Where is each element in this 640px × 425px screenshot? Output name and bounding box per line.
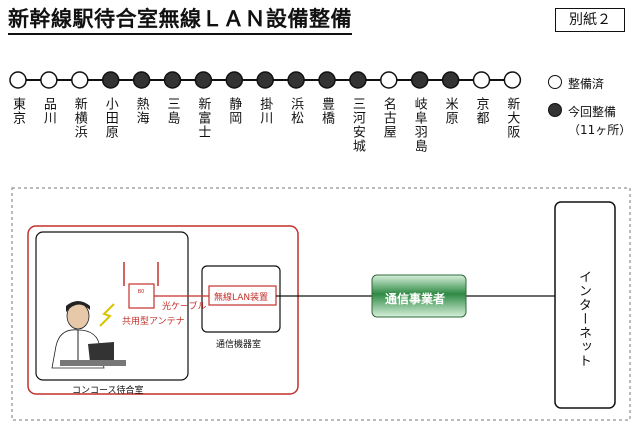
equipment-room-label: 通信機器室 [216, 340, 262, 350]
station-marker-done [472, 71, 491, 89]
device-label: 無線LAN装置 [214, 293, 269, 303]
station-name: 豊橋 [319, 97, 334, 125]
waiting-room-label: コンコース待合室 [72, 386, 144, 396]
station-name: 小田原 [102, 97, 118, 139]
station-marker-new [225, 71, 244, 89]
station-name: 三島 [164, 97, 180, 125]
station-marker-new [163, 71, 182, 89]
station-name: 浜松 [288, 97, 304, 125]
station-marker-done [40, 71, 58, 89]
internet-box [554, 201, 616, 409]
legend-new-label: 今回整備 [568, 105, 617, 119]
carrier-label: 通信事業者 [385, 292, 446, 306]
annex-label: 別紙２ [555, 8, 625, 32]
equipment-room-box [201, 265, 281, 333]
station-name: 新富士 [195, 97, 211, 139]
svg-text:B0: B0 [138, 289, 145, 295]
legend-done-marker [548, 75, 562, 89]
station-marker-new [349, 71, 367, 89]
station-marker-new [318, 71, 336, 89]
station-marker-new [194, 71, 213, 89]
station-marker-new [287, 71, 305, 89]
legend-new-count: （11ヶ所） [568, 123, 632, 137]
station-dots [9, 71, 522, 89]
station-name: 品川 [40, 97, 56, 125]
person-with-laptop-illustration [51, 301, 126, 369]
legend-done-label: 整備済 [568, 77, 605, 91]
station-marker-new [441, 71, 460, 89]
station-marker-done [71, 71, 89, 89]
station-marker-new [101, 71, 120, 89]
antenna-label: 共用型アンテナ [122, 317, 185, 327]
system-outline [11, 187, 631, 421]
access-point-icon: B0 [123, 262, 159, 309]
page-title: 新幹線駅待合室無線ＬＡＮ設備整備 [8, 6, 352, 35]
station-name: 三河安城 [349, 97, 365, 153]
station-name: 熱海 [133, 97, 149, 125]
wireless-signal-icon [99, 303, 115, 327]
station-name: 掛川 [257, 97, 273, 125]
carrier-box [371, 274, 467, 318]
station-name: 新大阪 [504, 97, 520, 139]
internet-label: インターネット [576, 270, 591, 368]
legend-new-marker [548, 103, 562, 117]
station-area [27, 225, 299, 395]
station-name: 東京 [10, 97, 25, 125]
station-marker-new [132, 71, 151, 89]
waiting-room-box [35, 231, 189, 381]
station-name: 名古屋 [380, 97, 396, 139]
station-marker-new [256, 71, 274, 89]
station-name: 米原 [442, 97, 458, 125]
station-name: 京都 [473, 97, 489, 125]
station-marker-done [380, 71, 398, 89]
station-marker-new [410, 71, 429, 89]
station-name: 岐阜羽島 [411, 97, 427, 153]
station-marker-done [9, 71, 27, 89]
station-name: 新横浜 [71, 97, 87, 139]
cable-label: 光ケーブル [162, 302, 207, 312]
station-marker-done [503, 71, 522, 89]
station-name: 静岡 [226, 97, 242, 125]
